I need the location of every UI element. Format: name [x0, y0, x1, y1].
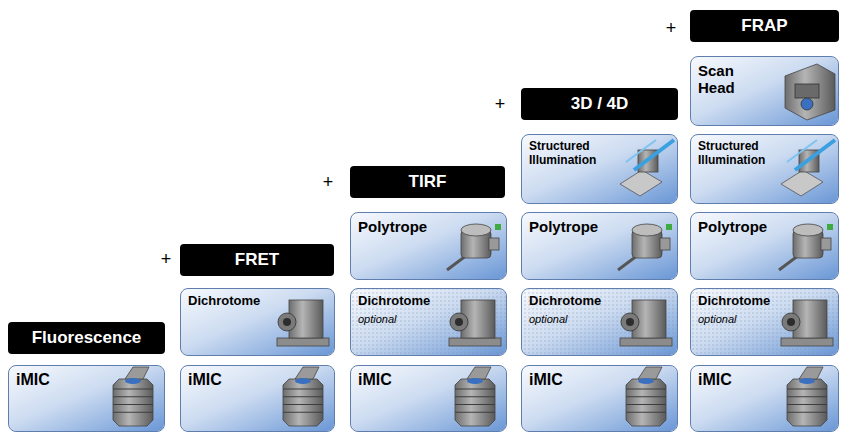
- technique-name: Fluorescence: [32, 328, 142, 348]
- imic-icon: [455, 367, 495, 426]
- poly-icon: [618, 224, 672, 270]
- module-name: iMIC: [698, 371, 758, 389]
- technique-header: FRAP: [690, 10, 839, 42]
- technique-header: Fluorescence: [8, 322, 165, 354]
- plus-sign: +: [666, 18, 677, 39]
- module-name: Structured Illumination: [698, 140, 780, 168]
- module-name: Dichrotome: [358, 294, 448, 309]
- imic-icon: [787, 367, 827, 426]
- module-box: Polytrope: [521, 212, 678, 280]
- module-box: Dichrotome optional: [521, 288, 678, 356]
- box-ground: [522, 135, 677, 203]
- technique-name: TIRF: [409, 172, 447, 192]
- optional-note: optional: [358, 313, 499, 326]
- module-box: Structured Illumination: [690, 134, 839, 204]
- dichro-icon: [781, 300, 833, 346]
- optional-note: optional: [529, 313, 670, 326]
- box-ground: [181, 289, 334, 355]
- module-box: Scan Head: [690, 56, 839, 126]
- module-box: Dichrotome optional: [690, 288, 839, 356]
- module-box: Polytrope: [350, 212, 507, 280]
- poly-icon: [779, 224, 833, 270]
- box-ground: [691, 366, 838, 431]
- optional-dots: [351, 289, 506, 355]
- box-ground: [522, 366, 677, 431]
- technique-name: 3D / 4D: [571, 94, 629, 114]
- imic-icon: [113, 367, 153, 426]
- module-box: Dichrotome: [180, 288, 335, 356]
- box-ground: [691, 213, 838, 279]
- poly-icon: [447, 224, 501, 270]
- plus-sign: +: [495, 94, 506, 115]
- box-ground: [522, 289, 677, 355]
- box-ground: [351, 366, 506, 431]
- module-name: Dichrotome: [188, 294, 278, 309]
- plus-sign: +: [161, 249, 172, 270]
- box-ground: [351, 213, 506, 279]
- imic-icon: [626, 367, 666, 426]
- module-box: Dichrotome optional: [350, 288, 507, 356]
- dichro-icon: [620, 300, 672, 346]
- optional-dots: [522, 289, 677, 355]
- box-ground: [522, 213, 677, 279]
- struct-icon: [620, 140, 674, 196]
- module-box: Structured Illumination: [521, 134, 678, 204]
- optional-note: optional: [698, 313, 831, 326]
- module-box: iMIC: [350, 365, 507, 432]
- box-ground: [691, 289, 838, 355]
- module-name: Scan Head: [698, 62, 754, 97]
- module-box: iMIC: [8, 365, 165, 432]
- box-ground: [351, 289, 506, 355]
- module-box: iMIC: [690, 365, 839, 432]
- scan-icon: [785, 64, 835, 120]
- module-name: Polytrope: [529, 218, 619, 235]
- struct-icon: [781, 140, 835, 196]
- technique-name: FRET: [235, 250, 279, 270]
- technique-header: FRET: [180, 244, 334, 276]
- module-name: iMIC: [188, 371, 248, 389]
- module-name: iMIC: [16, 371, 76, 389]
- dichro-icon: [449, 300, 501, 346]
- dichro-icon: [277, 300, 329, 346]
- module-name: Dichrotome: [698, 294, 788, 309]
- imic-icon: [283, 367, 323, 426]
- plus-sign: +: [323, 172, 334, 193]
- technique-name: FRAP: [741, 16, 787, 36]
- module-name: Polytrope: [698, 218, 788, 235]
- technique-header: TIRF: [350, 166, 505, 198]
- module-name: Polytrope: [358, 218, 448, 235]
- optional-dots: [691, 289, 838, 355]
- module-box: iMIC: [521, 365, 678, 432]
- box-ground: [181, 366, 334, 431]
- module-box: iMIC: [180, 365, 335, 432]
- box-ground: [9, 366, 164, 431]
- technique-header: 3D / 4D: [521, 88, 678, 120]
- module-name: iMIC: [529, 371, 589, 389]
- box-ground: [691, 57, 838, 125]
- module-name: iMIC: [358, 371, 418, 389]
- module-name: Dichrotome: [529, 294, 619, 309]
- box-ground: [691, 135, 838, 203]
- module-name: Structured Illumination: [529, 140, 611, 168]
- module-box: Polytrope: [690, 212, 839, 280]
